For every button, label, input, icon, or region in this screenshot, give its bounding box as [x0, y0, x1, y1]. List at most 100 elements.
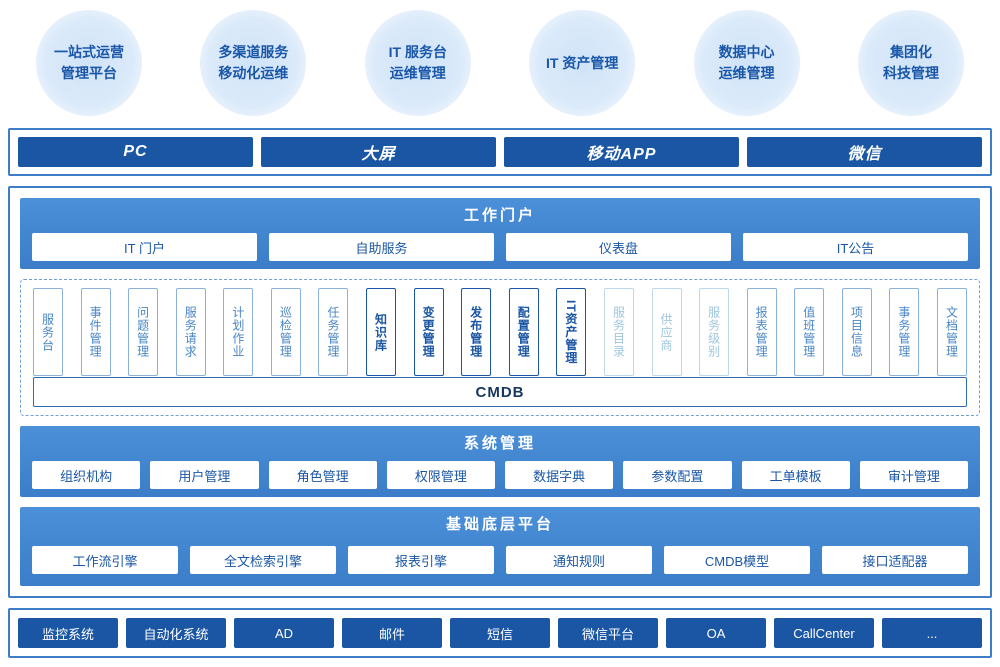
module-label: 计划作业 [230, 306, 245, 358]
base-platform-section: 基础底层平台 工作流引擎 全文检索引擎 报表引擎 通知规则 [20, 507, 980, 586]
integration-item-label: 监控系统 [41, 626, 94, 642]
channel-label: 移动APP [586, 146, 657, 163]
portal-item: IT公告 [743, 233, 968, 261]
channel-item: 微信 [747, 137, 982, 167]
platform-item-label: CMDB模型 [704, 553, 770, 569]
module-label: 问题管理 [135, 306, 150, 358]
itsm-modules-panel: 服务台 事件管理 问题管理 服务请求 计划作业 [20, 279, 980, 416]
module-card: 知识库 [366, 288, 397, 376]
integration-item-label: 短信 [486, 626, 513, 642]
module-label: IT资产管理 [563, 299, 578, 365]
portal-item-label: 自助服务 [355, 240, 408, 256]
module-label: 事务管理 [896, 306, 911, 358]
integration-item-label: 邮件 [378, 626, 405, 642]
platform-item-label: 报表引擎 [394, 553, 447, 569]
portal-item-label: IT 门户 [124, 240, 165, 256]
module-card: 事件管理 [80, 288, 111, 376]
module-card: 任务管理 [318, 288, 349, 376]
integration-item-label: 微信平台 [581, 626, 634, 642]
channel-label: 大屏 [361, 146, 396, 163]
integration-item: OA [666, 618, 766, 648]
platform-item: 全文检索引擎 [190, 546, 336, 574]
portal-item-label: 仪表盘 [598, 240, 638, 256]
channel-label: 微信 [847, 146, 882, 163]
platform-items: 工作流引擎 全文检索引擎 报表引擎 通知规则 CMDB模 [32, 546, 968, 574]
integration-item: ... [882, 618, 982, 648]
access-channels-bar: PC 大屏 移动APP 微信 [8, 128, 992, 176]
capability-bubble: 一站式运营 管理平台 [36, 10, 142, 116]
module-card: 服务级别 [699, 288, 730, 376]
capability-bubble: 集团化 科技管理 [857, 10, 964, 116]
system-item-label: 审计管理 [887, 468, 940, 484]
module-card: 计划作业 [223, 288, 254, 376]
system-item-label: 组织机构 [60, 468, 113, 484]
portal-item: IT 门户 [32, 233, 257, 261]
channel-item: 大屏 [261, 137, 496, 167]
platform-item-label: 接口适配器 [862, 553, 928, 569]
module-label: 服务目录 [611, 306, 626, 358]
capability-label: IT 服务台 运维管理 [388, 44, 447, 81]
module-label: 配置管理 [516, 306, 531, 358]
module-card: 报表管理 [746, 288, 777, 376]
channel-item: 移动APP [504, 137, 739, 167]
system-item: 用户管理 [150, 461, 259, 489]
integration-item: 自动化系统 [126, 618, 226, 648]
system-item: 参数配置 [623, 461, 732, 489]
module-card: 供应商 [651, 288, 682, 376]
platform-item-label: 工作流引擎 [72, 553, 138, 569]
module-label: 事件管理 [88, 306, 103, 358]
portal-item-label: IT公告 [836, 240, 875, 256]
platform-item: 通知规则 [506, 546, 652, 574]
module-label: 服务请求 [183, 306, 198, 358]
module-card: 问题管理 [128, 288, 159, 376]
module-label: 报表管理 [754, 306, 769, 358]
module-label: 巡检管理 [278, 306, 293, 358]
integration-item: 邮件 [342, 618, 442, 648]
module-card: 事务管理 [889, 288, 920, 376]
module-card: 服务目录 [603, 288, 634, 376]
capability-label: IT 资产管理 [546, 54, 619, 71]
capability-bubble: 数据中心 运维管理 [693, 10, 800, 116]
module-card: 巡检管理 [270, 288, 301, 376]
portal-section: 工作门户 IT 门户 自助服务 仪表盘 IT公告 [20, 198, 980, 269]
module-label: 服务台 [40, 312, 55, 352]
module-label: 项目信息 [849, 306, 864, 358]
system-item: 权限管理 [386, 461, 495, 489]
integration-item: AD [234, 618, 334, 648]
system-item-label: 角色管理 [296, 468, 349, 484]
system-item-label: 参数配置 [651, 468, 704, 484]
platform-body: 工作门户 IT 门户 自助服务 仪表盘 IT公告 [8, 186, 992, 598]
module-card: 发布管理 [461, 288, 492, 376]
integration-item: 短信 [450, 618, 550, 648]
module-card: 项目信息 [841, 288, 872, 376]
system-item: 组织机构 [32, 461, 141, 489]
platform-item-label: 全文检索引擎 [223, 553, 302, 569]
system-item-label: 工单模板 [769, 468, 822, 484]
module-card: 配置管理 [508, 288, 539, 376]
module-label: 服务级别 [706, 306, 721, 358]
module-card: 变更管理 [413, 288, 444, 376]
system-item-label: 用户管理 [178, 468, 231, 484]
system-item: 工单模板 [741, 461, 850, 489]
capability-label: 多渠道服务 移动化运维 [218, 44, 289, 81]
system-items: 组织机构 用户管理 角色管理 权限管理 数据字典 [32, 461, 968, 489]
cmdb-bar: CMDB [33, 377, 967, 407]
capability-label: 集团化 科技管理 [882, 44, 939, 81]
integration-item-label: CallCenter [793, 625, 855, 641]
system-management-section: 系统管理 组织机构 用户管理 角色管理 权限管理 [20, 426, 980, 497]
module-label: 文档管理 [944, 306, 959, 358]
platform-section-title: 基础底层平台 [445, 516, 554, 533]
system-item: 审计管理 [859, 461, 968, 489]
system-item-label: 权限管理 [414, 468, 467, 484]
module-label: 知识库 [373, 312, 388, 352]
integration-item-label: ... [926, 625, 938, 641]
integration-item-label: OA [706, 625, 726, 641]
platform-item: 报表引擎 [348, 546, 494, 574]
platform-item: 接口适配器 [822, 546, 968, 574]
module-label: 任务管理 [325, 306, 340, 358]
system-section-title: 系统管理 [463, 435, 536, 452]
integrations-bar: 监控系统 自动化系统 AD 邮件 短信 微信平台 OA [8, 608, 992, 658]
module-card: IT资产管理 [556, 288, 587, 376]
integration-item: CallCenter [774, 618, 874, 648]
